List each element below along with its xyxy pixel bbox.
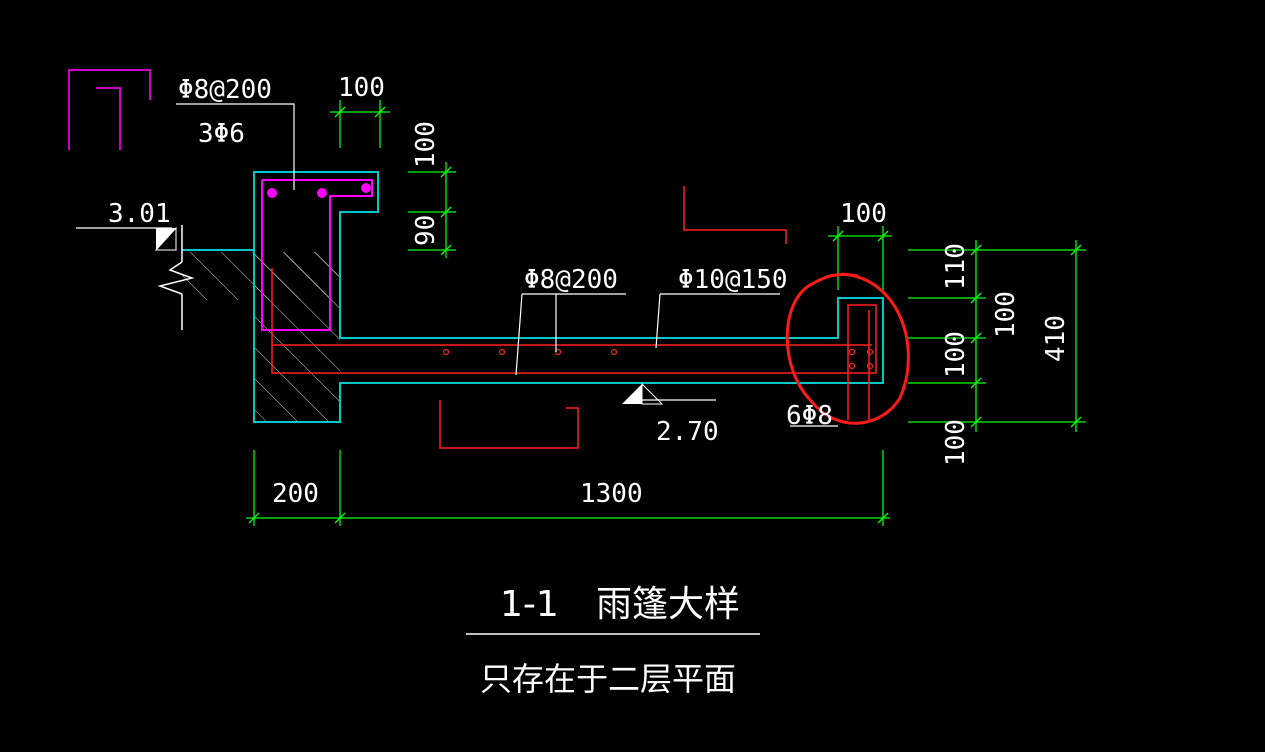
edge-seg-2-dim: 100 bbox=[991, 291, 1021, 338]
elevation-marker-bottom bbox=[622, 382, 664, 405]
beam-lip-depth-dim: 90 bbox=[411, 215, 441, 246]
break-line bbox=[157, 225, 195, 330]
elevation-top-label: 3.01 bbox=[108, 199, 171, 229]
beam-lip-height-dim: 100 bbox=[411, 121, 441, 168]
edge-seg-1-dim: 110 bbox=[941, 243, 971, 290]
wall-width-dim: 200 bbox=[272, 479, 319, 509]
section-cut-marker bbox=[68, 69, 151, 150]
subtitle: 只存在于二层平面 bbox=[480, 660, 736, 698]
edge-total-dim: 410 bbox=[1041, 315, 1071, 362]
distribution-bars bbox=[442, 348, 874, 370]
beam-longitudinal-label: 3Φ6 bbox=[198, 119, 245, 149]
slab-rebar bbox=[271, 186, 877, 449]
edge-bars-label: 6Φ8 bbox=[786, 401, 833, 431]
dimension-lines bbox=[246, 100, 1086, 526]
elevation-marker-top bbox=[154, 226, 177, 251]
edge-seg-3-dim: 100 bbox=[941, 331, 971, 378]
edge-width-dim: 100 bbox=[840, 199, 887, 229]
concrete-outline bbox=[182, 171, 884, 423]
beam-stirrup-label: Φ8@200 bbox=[178, 75, 272, 105]
beam-stirrup bbox=[261, 179, 373, 331]
slab-distribution-label: Φ8@200 bbox=[524, 265, 618, 295]
title-name: 雨篷大样 bbox=[596, 584, 740, 625]
title-number: 1-1 bbox=[500, 584, 559, 625]
beam-lip-width-dim: 100 bbox=[338, 73, 385, 103]
annotation-circle bbox=[785, 272, 910, 425]
leader-lines bbox=[76, 103, 838, 427]
slab-main-label: Φ10@150 bbox=[678, 265, 788, 295]
canopy-length-dim: 1300 bbox=[580, 479, 643, 509]
edge-bottom-dim: 100 bbox=[941, 419, 971, 466]
beam-top-bars bbox=[267, 183, 371, 198]
elevation-bottom-label: 2.70 bbox=[656, 417, 719, 447]
